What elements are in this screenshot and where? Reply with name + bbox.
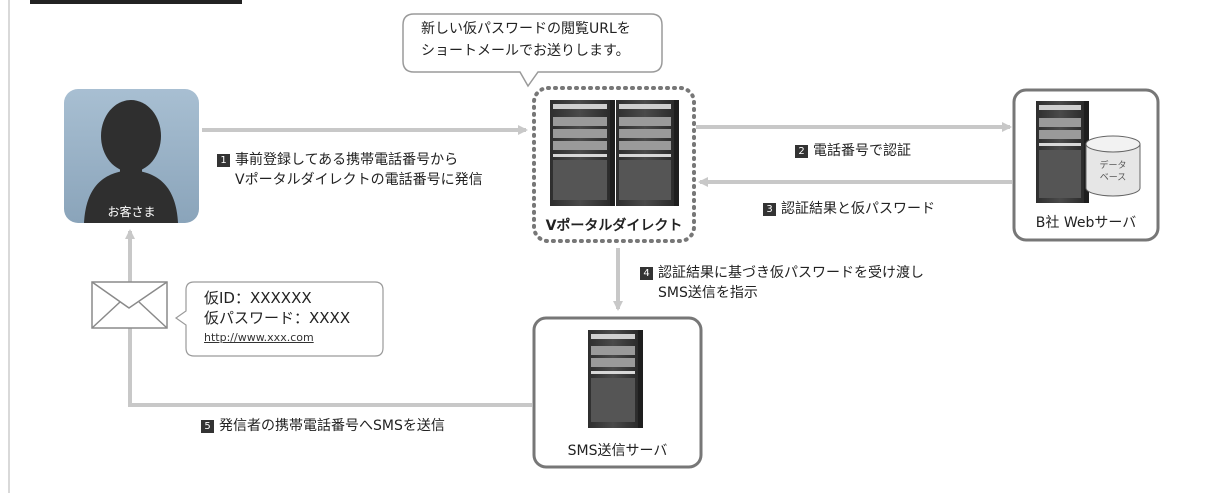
step-1-line-1: 事前登録してある携帯電話番号から bbox=[235, 152, 459, 168]
step-1-line-2: Vポータルダイレクトの電話番号に発信 bbox=[235, 172, 483, 188]
portal-label: Vポータルダイレクト bbox=[545, 218, 683, 234]
step-1-badge: 1 bbox=[217, 154, 230, 167]
step-3-badge: 3 bbox=[763, 203, 776, 216]
sms-url-link[interactable]: http://www.xxx.com bbox=[204, 331, 314, 344]
server-icon bbox=[588, 330, 643, 428]
database-icon bbox=[1085, 135, 1141, 197]
portal-node bbox=[532, 86, 696, 243]
server-icon bbox=[550, 100, 615, 206]
step-2-badge: 2 bbox=[795, 145, 808, 158]
person-silhouette-icon bbox=[84, 100, 178, 223]
database-label: データ ベース bbox=[1086, 160, 1140, 184]
step-5-line-1: 発信者の携帯電話番号へSMSを送信 bbox=[219, 418, 445, 434]
bubble-line-2: ショートメールでお送りします。 bbox=[421, 43, 630, 59]
customer-label: お客さま bbox=[107, 205, 156, 219]
temp-id-line: 仮ID：XXXXXX bbox=[204, 289, 312, 307]
sms-message-content: 仮ID：XXXXXX 仮パスワード：XXXX http://www.xxx.co… bbox=[204, 288, 350, 348]
webserver-node bbox=[1012, 88, 1160, 242]
step-4-line-1: 認証結果に基づき仮パスワードを受け渡し bbox=[658, 265, 924, 281]
temp-password-line: 仮パスワード：XXXX bbox=[204, 309, 351, 327]
step-3-line-1: 認証結果と仮パスワード bbox=[781, 201, 935, 217]
step-5-label: 5 発信者の携帯電話番号へSMSを送信 bbox=[201, 416, 445, 436]
server-icon bbox=[616, 100, 679, 206]
bubble-message: 新しい仮パスワードの閲覧URLを ショートメールでお送りします。 bbox=[421, 18, 631, 62]
step-2-line-1: 電話番号で認証 bbox=[813, 143, 911, 159]
step-4-line-2: SMS送信を指示 bbox=[658, 285, 758, 301]
webserver-label: B社 Webサーバ bbox=[1035, 215, 1137, 231]
top-rule bbox=[30, 0, 242, 4]
step-4-label: 4 認証結果に基づき仮パスワードを受け渡し SMS送信を指示 bbox=[640, 263, 924, 303]
sms-server-node bbox=[532, 316, 703, 469]
database-label-line-2: ベース bbox=[1099, 173, 1127, 183]
sms-message-callout bbox=[174, 281, 384, 357]
step-5-badge: 5 bbox=[201, 420, 214, 433]
bubble-line-1: 新しい仮パスワードの閲覧URLを bbox=[421, 21, 631, 37]
step-4-badge: 4 bbox=[640, 267, 653, 280]
step-2-label: 2 電話番号で認証 bbox=[795, 141, 911, 161]
sms-server-label: SMS送信サーバ bbox=[567, 443, 668, 459]
step-3-label: 3 認証結果と仮パスワード bbox=[763, 199, 935, 219]
left-rule bbox=[8, 0, 10, 493]
envelope-icon bbox=[91, 281, 168, 329]
step-1-label: 1 事前登録してある携帯電話番号から Vポータルダイレクトの電話番号に発信 bbox=[217, 150, 483, 190]
speech-bubble bbox=[402, 13, 663, 88]
database-label-line-1: データ bbox=[1099, 161, 1127, 171]
server-icon bbox=[1036, 101, 1089, 203]
customer-node bbox=[64, 89, 199, 223]
